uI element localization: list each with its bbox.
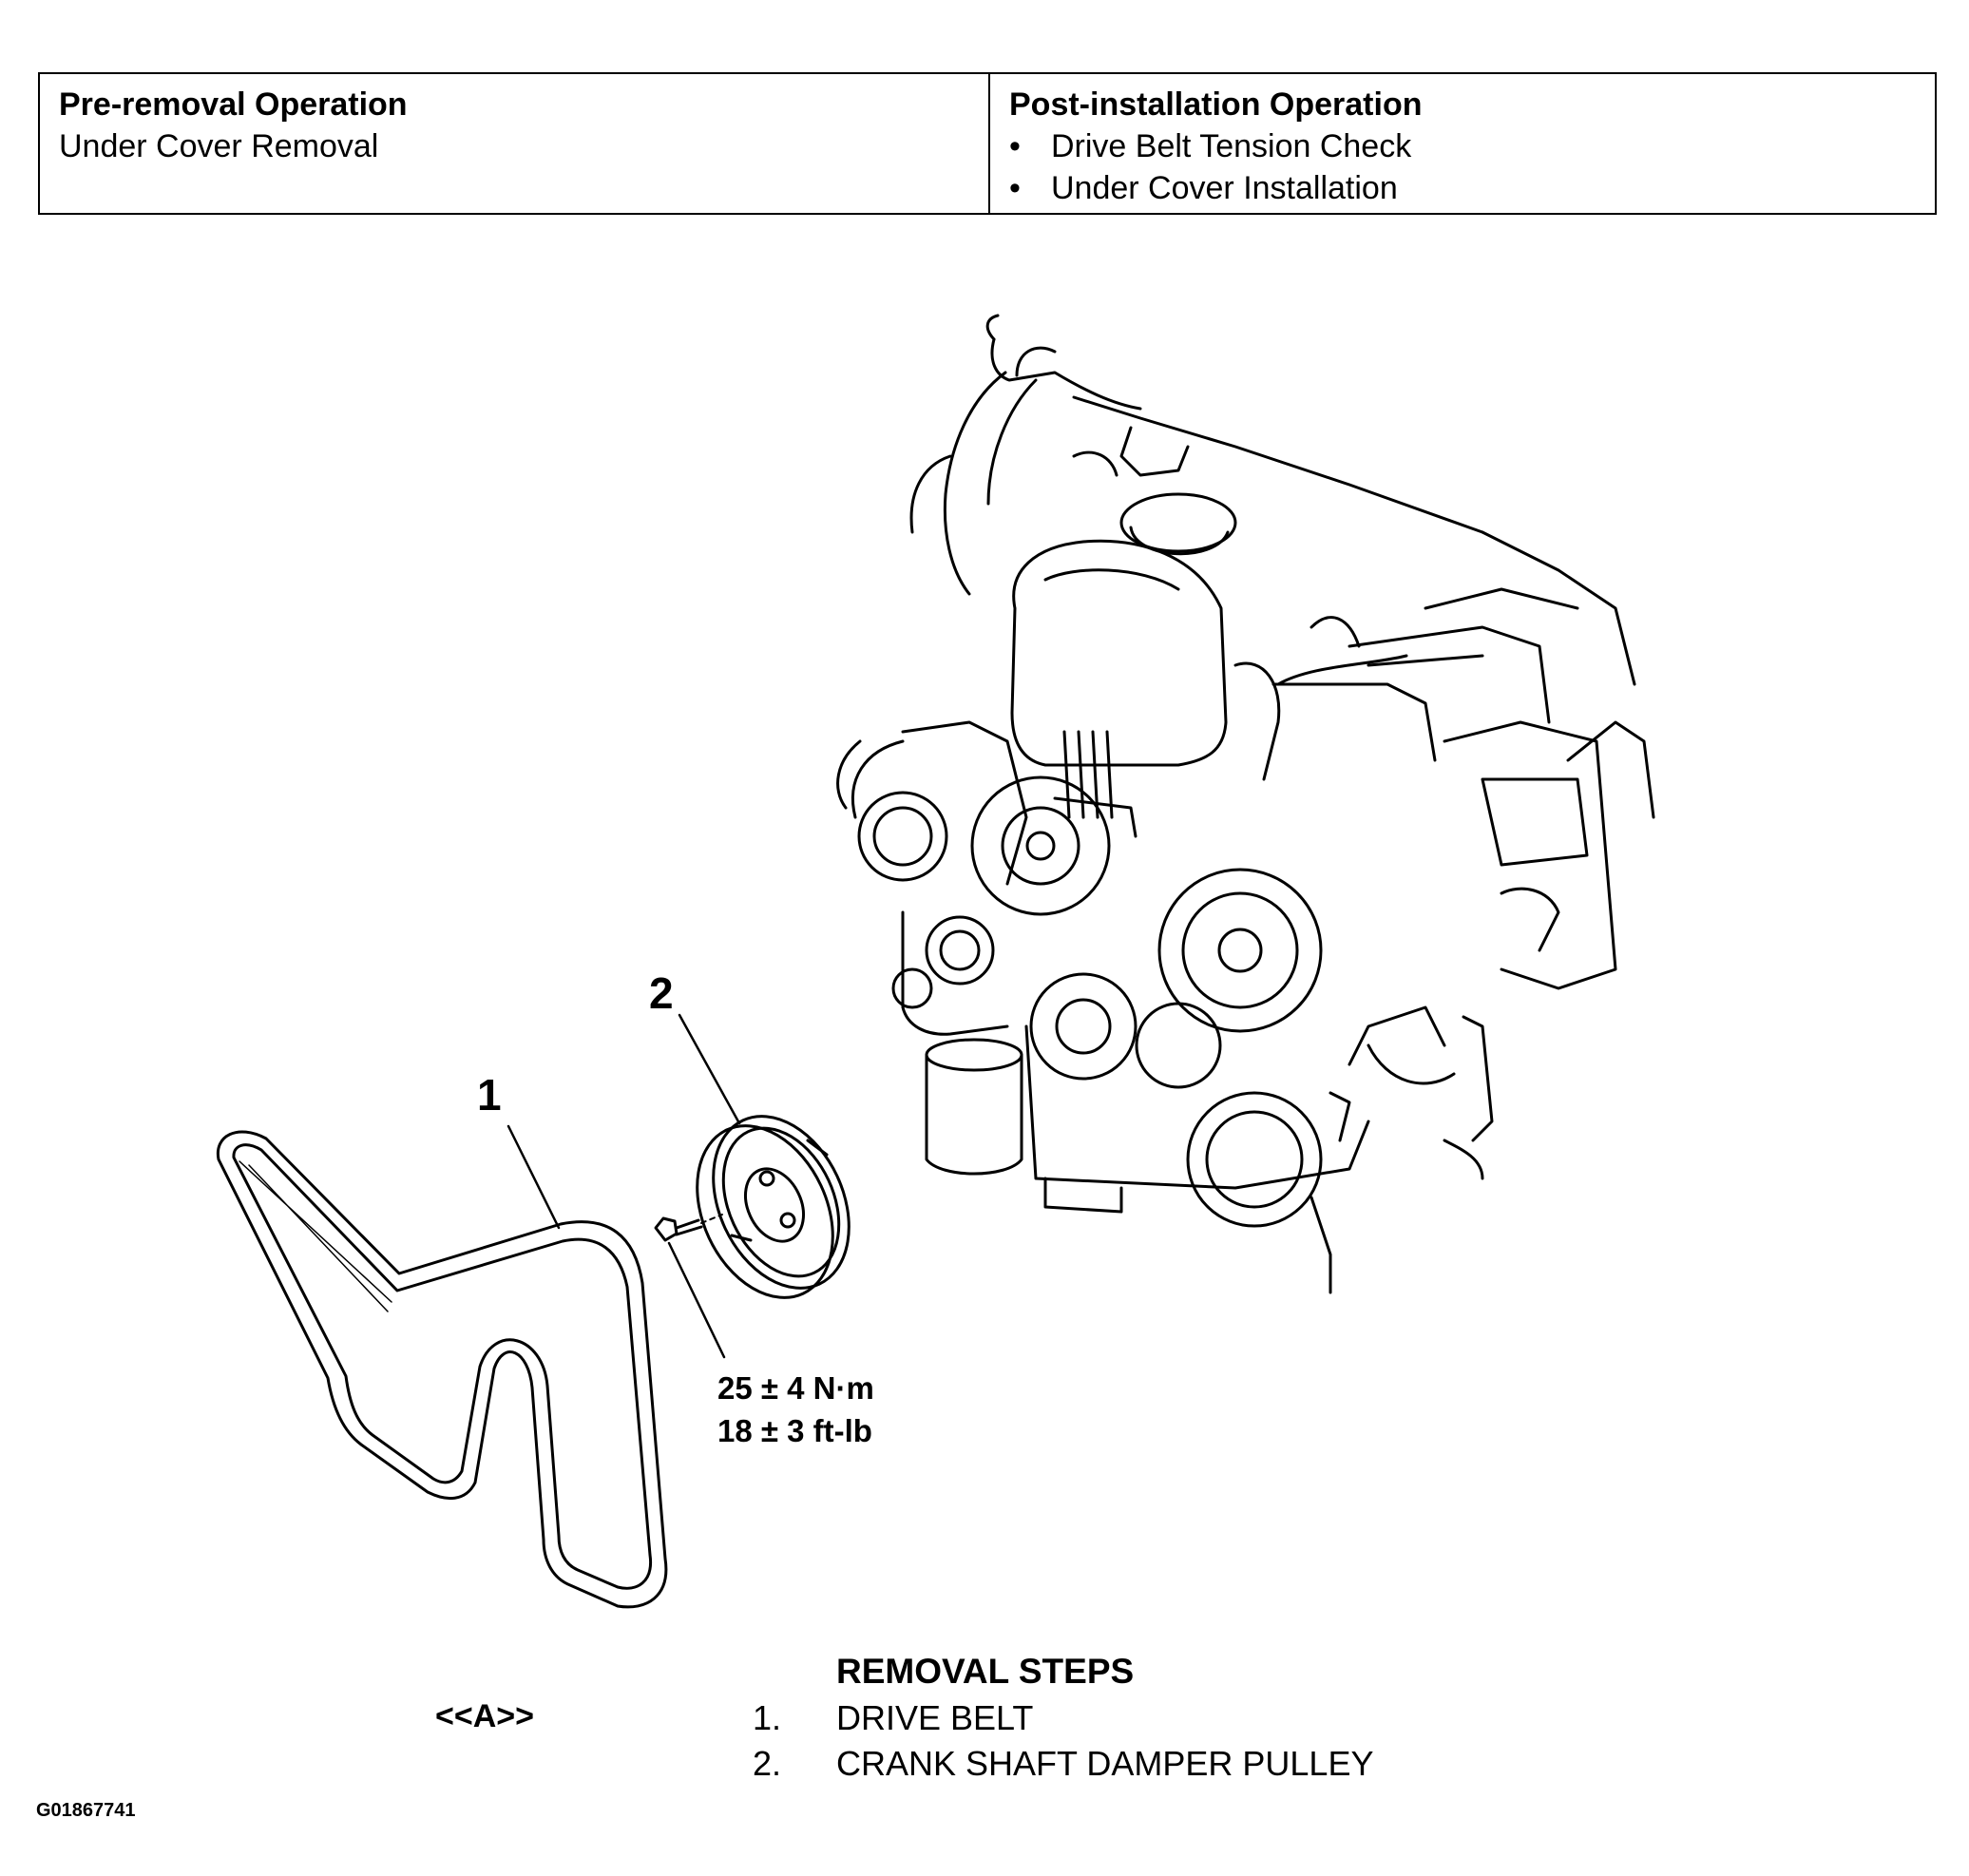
torque-spec: 25 ± 4 N·m 18 ± 3 ft-lb [717,1367,874,1452]
torque-metric: 25 ± 4 N·m [717,1370,874,1406]
post-installation-item: • Drive Belt Tension Check [1009,125,1916,167]
pre-removal-column: Pre-removal Operation Under Cover Remova… [40,74,990,213]
torque-imperial: 18 ± 3 ft-lb [717,1413,872,1448]
figure-id: G01867741 [36,1800,136,1821]
engine-assembly [836,314,1655,1294]
operations-table: Pre-removal Operation Under Cover Remova… [38,72,1937,215]
post-installation-heading: Post-installation Operation [1009,86,1423,123]
post-installation-item: • Under Cover Installation [1009,167,1916,209]
crank-shaft-damper-pulley [696,1115,851,1299]
callout-1-label: 1 [477,1070,502,1120]
step-label: CRANK SHAFT DAMPER PULLEY [836,1744,1374,1783]
pulley-bolt [654,1214,723,1242]
step-number: 2. [753,1744,782,1783]
removal-steps-title: REMOVAL STEPS [836,1652,1135,1691]
step-label: DRIVE BELT [836,1698,1034,1737]
callout-2-label: 2 [649,968,674,1018]
pre-removal-item: Under Cover Removal [59,128,379,164]
drive-belt [216,1130,668,1609]
pre-removal-heading: Pre-removal Operation [59,86,408,123]
step-reference: <<A>> [435,1698,534,1734]
leader-lines [507,1013,741,1359]
bullet-icon: • [1009,170,1021,206]
step-number: 1. [753,1698,782,1737]
post-installation-item-label: Drive Belt Tension Check [1051,128,1412,164]
bullet-icon: • [1009,128,1021,164]
post-installation-item-label: Under Cover Installation [1051,170,1398,206]
post-installation-column: Post-installation Operation • Drive Belt… [990,74,1935,213]
